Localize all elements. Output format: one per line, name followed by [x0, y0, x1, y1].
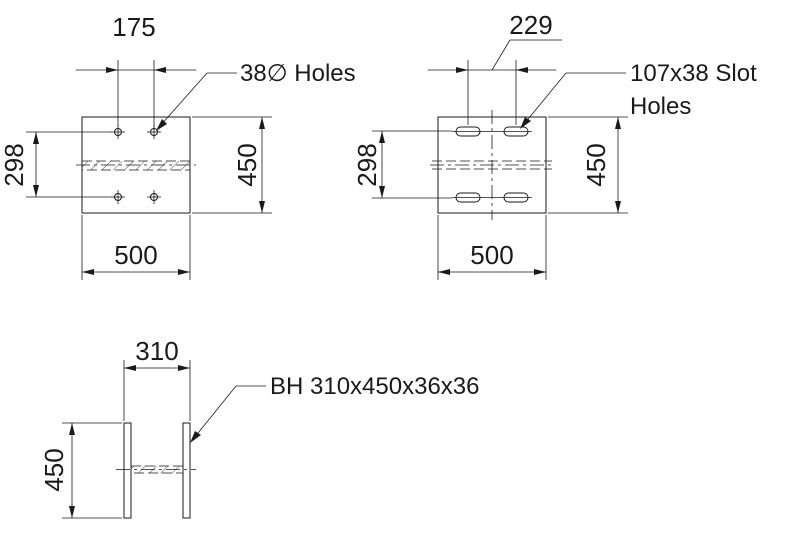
hole-top-right [147, 125, 161, 139]
hole-bottom-left [111, 190, 125, 204]
dim-text-310: 310 [135, 336, 178, 366]
dim-text-298-b: 298 [352, 143, 382, 186]
web-strip [81, 160, 191, 171]
dim-text-500-a: 500 [114, 240, 157, 270]
dim-text-450-a: 450 [232, 143, 262, 186]
dim-text-298-a: 298 [0, 143, 29, 186]
dim-section-height: 450 [39, 422, 122, 519]
dim-hole-spacing: 175 [76, 12, 196, 127]
dim-plate-width: 500 [81, 215, 191, 280]
section-label: BH 310x450x36x36 [270, 373, 479, 400]
leader-holes: 38∅ Holes [156, 60, 356, 131]
dim-text-500-b: 500 [470, 240, 513, 270]
dim-text-175: 175 [112, 12, 155, 42]
hole-bottom-right [147, 190, 161, 204]
view-h-section: 310 BH 310x450x36x36 450 [39, 336, 479, 519]
view-round-holes: 175 38∅ Holes 298 450 [0, 12, 356, 280]
dim-text-229: 229 [509, 10, 552, 40]
slot-label-line2: Holes [630, 93, 691, 120]
dim-slot-vertical: 298 [352, 130, 452, 199]
dim-slot-plate-width: 500 [437, 215, 547, 280]
dim-slot-spacing: 229 [428, 10, 562, 125]
dim-text-450-c: 450 [39, 448, 69, 491]
dim-flange-width: 310 [123, 336, 191, 421]
dim-hole-vertical: 298 [0, 131, 112, 198]
leader-section: BH 310x450x36x36 [190, 373, 479, 443]
slot-label-line1: 107x38 Slot [630, 60, 757, 87]
web-plate [130, 465, 184, 474]
hole-top-left [111, 125, 125, 139]
leader-slots: 107x38 Slot Holes [520, 60, 757, 129]
view-slot-holes: 229 107x38 Slot Holes 298 450 [352, 10, 757, 280]
flange-right [182, 422, 191, 519]
dim-plate-height: 450 [192, 116, 272, 214]
dim-slot-plate-height: 450 [548, 116, 628, 214]
hole-label: 38∅ Holes [240, 60, 356, 87]
dim-text-450-b: 450 [581, 143, 611, 186]
flange-left [123, 422, 132, 519]
